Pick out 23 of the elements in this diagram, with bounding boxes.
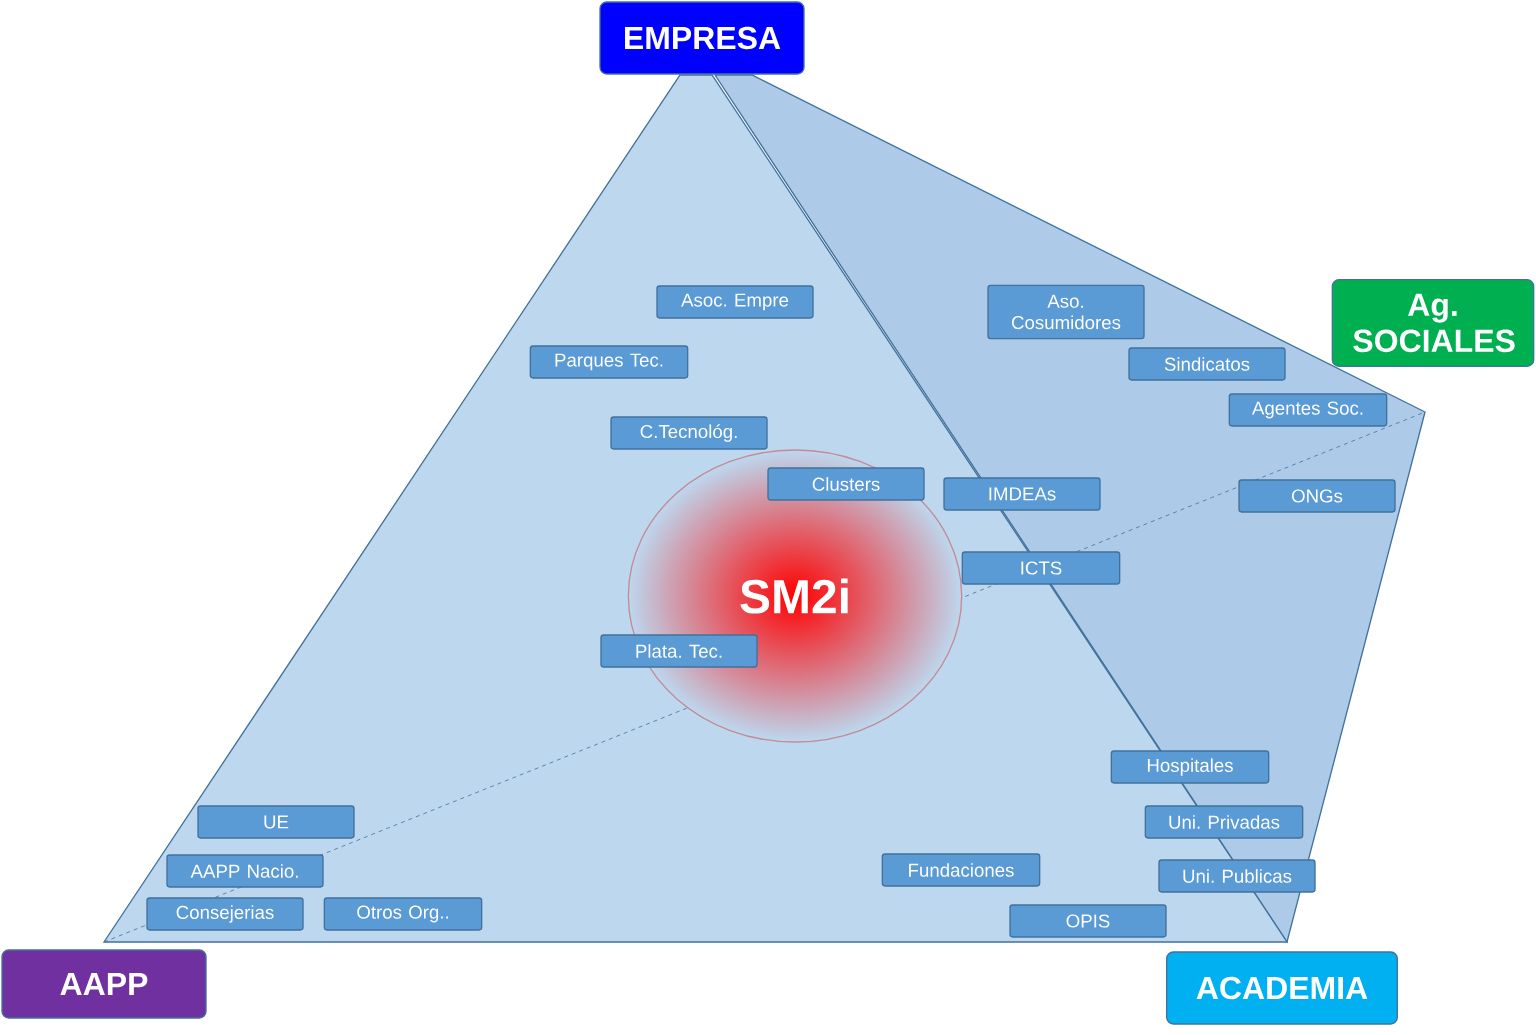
organization-box: Consejerias bbox=[146, 897, 304, 931]
organization-box: Hospitales bbox=[1110, 750, 1270, 784]
organization-box: Aso. Cosumidores bbox=[987, 284, 1145, 340]
organization-box: Agentes Soc. bbox=[1228, 393, 1388, 427]
organization-box: ICTS bbox=[961, 551, 1121, 585]
sector-box: ACADEMIA bbox=[1166, 951, 1398, 1025]
organization-box: Asoc. Empre bbox=[656, 285, 814, 319]
organization-box: C.Tecnológ. bbox=[610, 416, 768, 450]
organization-box: OPIS bbox=[1009, 904, 1167, 938]
organization-box: Plata. Tec. bbox=[600, 634, 758, 668]
organization-box: ONGs bbox=[1238, 479, 1396, 513]
sector-box: Ag. SOCIALES bbox=[1331, 279, 1535, 367]
organization-box: AAPP Nacio. bbox=[166, 854, 324, 888]
sector-box: EMPRESA bbox=[599, 1, 805, 75]
organization-box: IMDEAs bbox=[943, 477, 1101, 511]
organization-box: Otros Org.. bbox=[323, 897, 483, 931]
organization-box: Fundaciones bbox=[881, 853, 1041, 887]
organization-box: Sindicatos bbox=[1128, 347, 1286, 381]
organization-box: UE bbox=[197, 805, 355, 839]
organization-box: Uni. Publicas bbox=[1158, 859, 1316, 893]
organization-box: Uni. Privadas bbox=[1144, 805, 1304, 839]
sector-box: AAPP bbox=[1, 949, 207, 1019]
organization-box: Parques Tec. bbox=[529, 345, 689, 379]
